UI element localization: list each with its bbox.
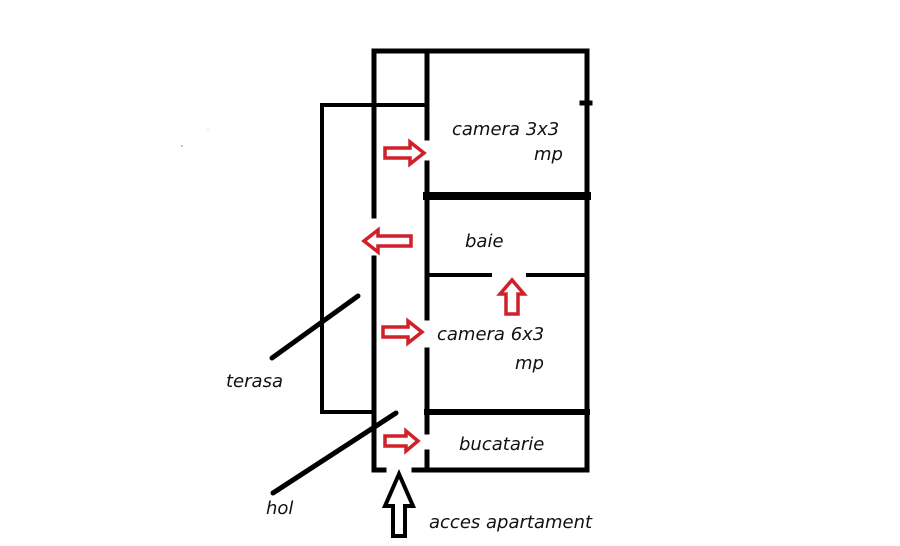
annotation-hol: hol bbox=[266, 498, 294, 519]
arrow-right-icon bbox=[383, 427, 421, 455]
room-label-camera-6x3: camera 6x3 bbox=[437, 324, 545, 345]
arrow-right-icon bbox=[383, 138, 427, 168]
walls bbox=[320, 48, 593, 473]
room-label-baie: baie bbox=[465, 231, 504, 252]
room-label-bucatarie: bucatarie bbox=[459, 434, 545, 455]
arrow-up-icon bbox=[496, 277, 528, 316]
annotation-acces-apartament: acces apartament bbox=[429, 512, 593, 533]
room-label-camera-3x3-unit: mp bbox=[534, 144, 563, 165]
room-label-camera-3x3: camera 3x3 bbox=[452, 119, 560, 140]
terasa-pointer-line bbox=[269, 293, 361, 361]
arrow-left-icon bbox=[361, 226, 413, 256]
pointer-lines bbox=[269, 293, 399, 496]
annotation-terasa: terasa bbox=[226, 371, 283, 392]
room-label-camera-6x3-unit: mp bbox=[515, 353, 544, 374]
door-arrows bbox=[361, 138, 528, 455]
entry-arrow-icon bbox=[381, 469, 417, 538]
arrow-right-icon bbox=[381, 317, 425, 347]
hol-pointer-line bbox=[270, 410, 399, 496]
